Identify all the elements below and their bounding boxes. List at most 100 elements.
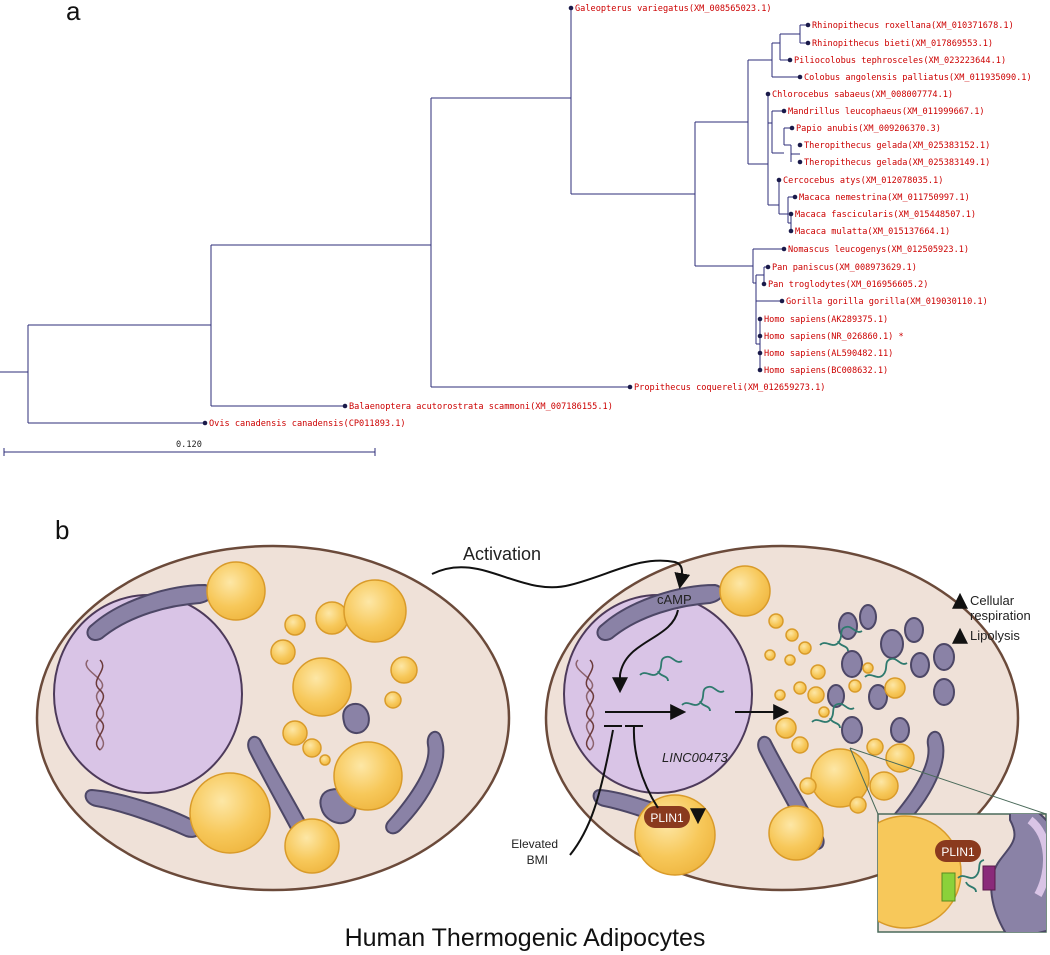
- mito: [880, 629, 904, 659]
- lipid-droplet: [284, 818, 340, 874]
- linc00473-rna: [639, 625, 908, 729]
- lipid-droplet: [302, 738, 322, 758]
- plin1-badge: [644, 806, 690, 828]
- tree-leaf-node: [792, 194, 798, 200]
- elevated-bmi-line2: BMI: [527, 853, 548, 867]
- inset-purple-marker: [982, 865, 996, 891]
- pathway-arrows: [431, 559, 790, 856]
- mito: [841, 716, 863, 744]
- lipid-droplet: [818, 706, 830, 718]
- tree-leaf-label: Rhinopithecus roxellana(XM_010371678.1): [812, 21, 1014, 31]
- tree-leaf-node: [765, 264, 771, 270]
- lipid-droplet: [333, 741, 403, 811]
- tree-leaf-label: Colobus angolensis palliatus(XM_01193509…: [804, 73, 1032, 83]
- lipid-droplet: [719, 565, 771, 617]
- tree-leaf-labels: Galeopterus variegatus(XM_008565023.1) Rh…: [209, 4, 1032, 429]
- camp-label: cAMP: [657, 592, 692, 607]
- lipid-droplet: [206, 561, 266, 621]
- tree-leaf-label: Macaca nemestrina(XM_011750997.1): [799, 193, 970, 203]
- lipid-droplet: [785, 628, 799, 642]
- mito: [933, 643, 955, 671]
- lipid-droplet: [869, 771, 899, 801]
- tree-leaf-node: [757, 333, 763, 339]
- lipid-droplet: [282, 720, 308, 746]
- tree-leaf-label: Macaca fascicularis(XM_015448507.1): [795, 210, 976, 220]
- tree-leaf-node: [797, 74, 803, 80]
- lipid-droplet: [384, 691, 402, 709]
- mito: [841, 650, 863, 678]
- mito: [827, 684, 845, 708]
- lipid-droplet: [807, 686, 825, 704]
- tree-leaf-label: Ovis canadensis canadensis(CP011893.1): [209, 419, 406, 429]
- mito: [933, 678, 955, 706]
- tree-leaf-label: Theropithecus gelada(XM_025383149.1): [804, 158, 990, 168]
- tree-leaf-label: Pan troglodytes(XM_016956605.2): [768, 280, 928, 290]
- tree-leaf-label: Rhinopithecus bieti(XM_017869553.1): [812, 39, 993, 49]
- zoom-inset: PLIN1: [849, 747, 1047, 933]
- mito: [910, 652, 930, 678]
- lipid-droplet: [343, 579, 407, 643]
- inset-green-marker: [941, 872, 956, 902]
- elevated-bmi-line1: Elevated: [511, 837, 558, 851]
- plin1-label: PLIN1: [650, 811, 684, 825]
- activation-label: Activation: [463, 544, 541, 564]
- left-adipocyte: [35, 544, 511, 892]
- mito: [904, 617, 924, 643]
- lipid-droplet: [284, 614, 306, 636]
- lipid-droplet: [862, 662, 874, 674]
- tree-leaf-label: Homo sapiens(NR_026860.1) *: [764, 332, 904, 342]
- tree-leaf-node: [787, 57, 793, 63]
- mito: [84, 788, 202, 838]
- figure-caption: Human Thermogenic Adipocytes: [345, 924, 706, 952]
- tree-leaf-node: [761, 281, 767, 287]
- tree-leaf-node: [805, 40, 811, 46]
- lipid-droplet: [848, 679, 862, 693]
- lipolysis-label: Lipolysis: [970, 628, 1020, 643]
- tree-leaf-node: [779, 298, 785, 304]
- lipid-droplet: [270, 639, 296, 665]
- tree-leaf-label: Homo sapiens(AL590482.11): [764, 349, 893, 359]
- tree-leaf-label: Propithecus coquereli(XM_012659273.1): [634, 383, 825, 393]
- tree-leaf-label: Chlorocebus sabaeus(XM_008007774.1): [772, 90, 953, 100]
- tree-leaf-node: [202, 420, 208, 426]
- tree-leaf-label: Galeopterus variegatus(XM_008565023.1): [575, 4, 772, 14]
- cellular-respiration-line1: Cellular: [970, 593, 1015, 608]
- lipid-droplet: [768, 805, 824, 861]
- inset-plin1-badge: [935, 840, 981, 862]
- tree-leaf-nodes: [202, 5, 811, 426]
- tree-leaf-label: Papio anubis(XM_009206370.3): [796, 124, 941, 134]
- lipid-droplet: [885, 743, 915, 773]
- lipid-droplet: [793, 681, 807, 695]
- tree-leaf-node: [797, 159, 803, 165]
- mito: [342, 702, 370, 734]
- lipid-droplet: [799, 777, 817, 795]
- tree-leaf-node: [788, 228, 794, 234]
- lipid-droplet: [292, 657, 352, 717]
- lipid-droplet: [775, 717, 797, 739]
- tree-leaf-node: [627, 384, 633, 390]
- lipid-droplet: [866, 738, 884, 756]
- mito: [385, 730, 445, 835]
- tree-leaf-label: Gorilla gorilla gorilla(XM_019030110.1): [786, 297, 988, 307]
- lipid-droplet: [189, 772, 271, 854]
- tree-leaf-node: [757, 367, 763, 373]
- tree-leaf-label: Cercocebus atys(XM_012078035.1): [783, 176, 943, 186]
- tree-leaf-node: [757, 316, 763, 322]
- linc00473-label: LINC00473: [662, 750, 729, 765]
- mito: [868, 684, 888, 710]
- mito: [890, 717, 910, 743]
- dna-icon: [575, 659, 595, 751]
- scale-bar: 0.120: [3, 440, 376, 456]
- lipid-droplet: [319, 754, 331, 766]
- cellular-respiration-line2: respiration: [970, 608, 1031, 623]
- tree-leaf-label: Homo sapiens(AK289375.1): [764, 315, 888, 325]
- tree-leaf-label: Balaenoptera acutorostrata scammoni(XM_0…: [349, 402, 613, 412]
- tree-leaf-node: [776, 177, 782, 183]
- tree-leaf-node: [342, 403, 348, 409]
- tree-leaf-label: Mandrillus leucophaeus(XM_011999667.1): [788, 107, 985, 117]
- lipid-droplet: [774, 689, 786, 701]
- tree-leaf-node: [788, 211, 794, 217]
- tree-leaf-node: [789, 125, 795, 131]
- tree-leaf-label: Homo sapiens(BC008632.1): [764, 366, 888, 376]
